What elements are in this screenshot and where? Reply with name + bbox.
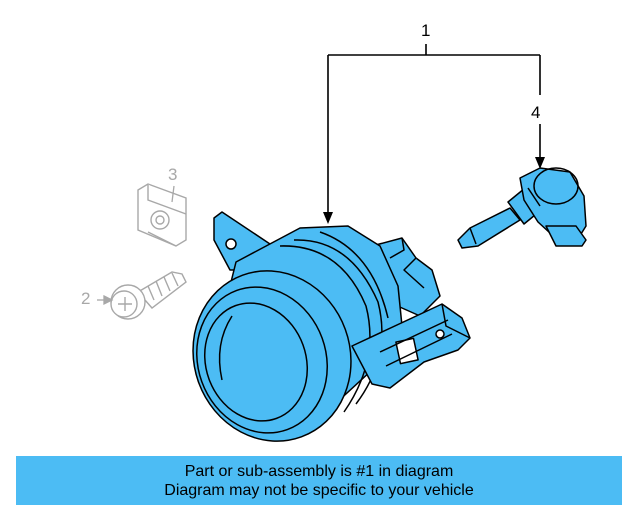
parts-diagram (97, 44, 587, 442)
callout-label-4: 4 (531, 103, 541, 122)
info-banner: Part or sub-assembly is #1 in diagram Di… (16, 456, 622, 505)
fog-lamp-assembly (192, 211, 471, 442)
bulb-part (457, 167, 587, 249)
screw-part (110, 271, 187, 320)
clip-nut-part (137, 183, 187, 247)
callout-label-2: 2 (81, 289, 91, 308)
callout-label-3: 3 (168, 165, 178, 184)
callout-2-leader (97, 294, 114, 306)
leader-arrowheads (323, 157, 545, 224)
banner-line-2: Diagram may not be specific to your vehi… (164, 481, 474, 499)
callout-leader-lines (327, 44, 541, 216)
callout-3-leader (171, 185, 175, 203)
banner-line-1: Part or sub-assembly is #1 in diagram (184, 462, 454, 480)
callout-label-1: 1 (421, 21, 431, 40)
